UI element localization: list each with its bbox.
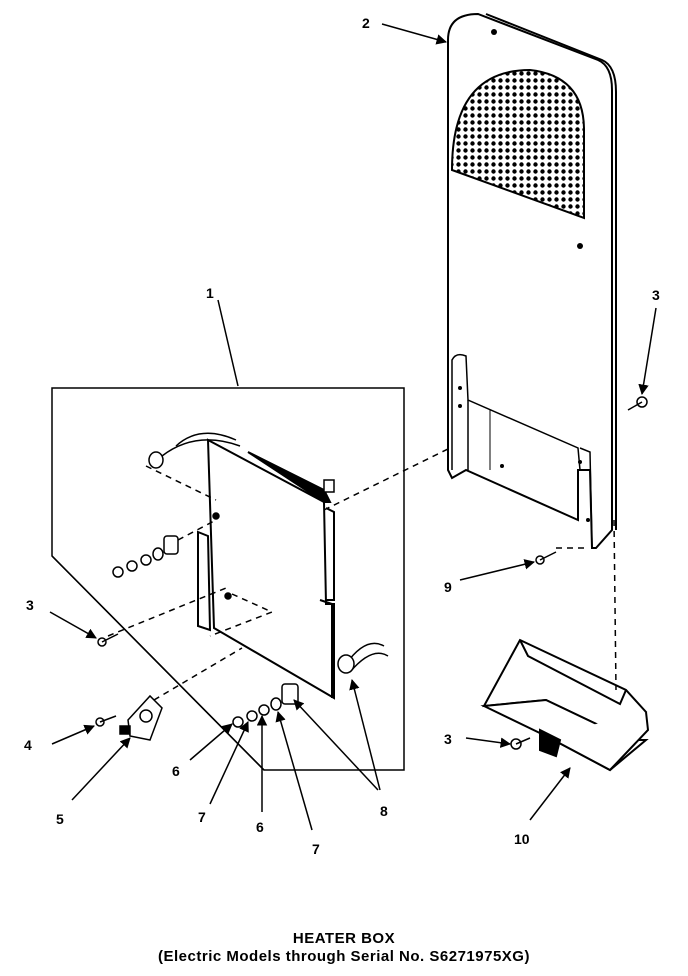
callout-2: 2: [362, 15, 370, 31]
callout-7-right: 7: [312, 841, 320, 857]
insulator-stack-upper: [112, 535, 179, 578]
diagram-subtitle: (Electric Models through Serial No. S627…: [158, 948, 530, 965]
heater-element: [197, 438, 335, 700]
screws: [95, 396, 648, 750]
leader-lines: [49, 23, 657, 831]
callout-3-bracket: 3: [444, 731, 452, 747]
callout-4: 4: [24, 737, 32, 753]
callout-9: 9: [444, 579, 452, 595]
thermostat: [119, 694, 163, 741]
callout-6-left: 6: [172, 763, 180, 779]
grille: [450, 68, 585, 220]
insulator-stack-lower: [232, 683, 299, 728]
diagram-title: HEATER BOX: [292, 930, 396, 947]
callout-5: 5: [56, 811, 64, 827]
mounting-bracket: [480, 638, 650, 772]
callout-6-right: 6: [256, 819, 264, 835]
terminals: [148, 451, 355, 674]
callout-7-left: 7: [198, 809, 206, 825]
callout-10: 10: [514, 831, 530, 847]
callout-1: 1: [206, 285, 214, 301]
panel-screws: [458, 29, 590, 522]
alignment-lines: [107, 447, 617, 701]
callout-3-left: 3: [26, 597, 34, 613]
callout-8: 8: [380, 803, 388, 819]
callout-3-right: 3: [652, 287, 660, 303]
